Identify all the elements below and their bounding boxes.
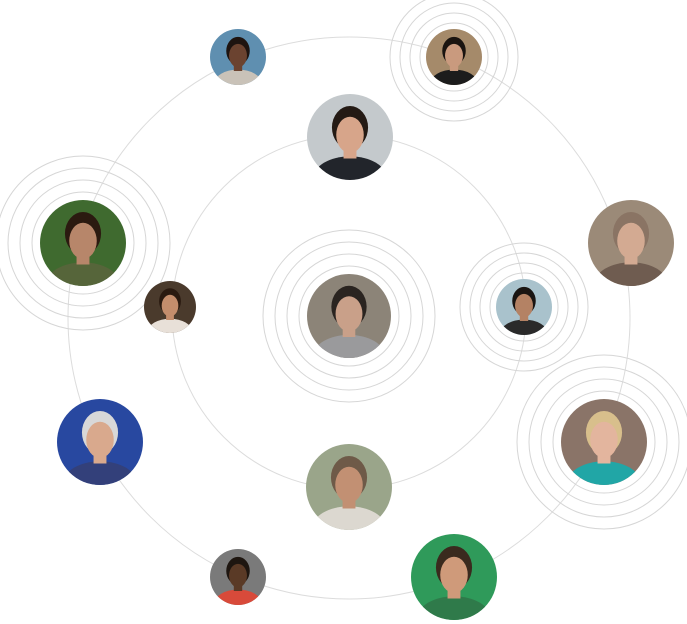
pulse-ring xyxy=(274,241,424,391)
avatar-face xyxy=(515,293,533,318)
pulse-ring xyxy=(286,253,412,379)
pulse-ring xyxy=(31,191,135,295)
pulse-ring xyxy=(528,366,680,518)
avatar-face xyxy=(229,563,247,588)
avatar-face xyxy=(440,556,468,593)
avatar-shoulders xyxy=(46,262,120,286)
avatar-bearded-man xyxy=(459,242,589,372)
avatar-man-dark-hair xyxy=(389,0,519,122)
avatar-shoulders xyxy=(313,334,385,358)
avatar-man-smiling-beard xyxy=(307,94,393,180)
avatar-shoulders xyxy=(500,319,548,335)
avatar-man-glasses-beard xyxy=(306,444,392,530)
avatar-shoulders xyxy=(430,69,478,85)
pulse-ring xyxy=(479,262,569,352)
pulse-ring xyxy=(489,272,559,342)
pulse-ring xyxy=(540,378,668,506)
avatar-shoulders xyxy=(214,69,262,85)
avatar-woman-laughing xyxy=(210,29,266,85)
avatar-face xyxy=(335,466,363,503)
avatar-face xyxy=(617,222,645,259)
pulse-ring xyxy=(459,242,589,372)
pulse-ring xyxy=(516,354,687,530)
avatar-nurse-woman xyxy=(516,354,687,530)
avatar-man-red-shirt xyxy=(210,549,266,605)
avatar-face xyxy=(590,421,618,458)
pulse-ring xyxy=(552,390,656,494)
avatar-face xyxy=(445,43,463,68)
pulse-ring xyxy=(409,12,499,102)
avatar-face xyxy=(336,116,364,153)
outer-orbit xyxy=(67,36,631,600)
avatar-young-woman xyxy=(144,281,196,333)
avatar-shoulders xyxy=(147,318,193,333)
avatar-shoulders xyxy=(313,156,387,180)
avatar-woman-green-shirt xyxy=(0,155,171,331)
avatar-face xyxy=(86,421,114,458)
avatar-man-green-bg xyxy=(411,534,497,620)
avatar-face xyxy=(69,222,97,259)
pulse-ring xyxy=(399,2,509,112)
avatar-older-woman-glasses xyxy=(588,200,674,286)
pulse-ring xyxy=(19,179,147,307)
pulse-ring xyxy=(0,155,171,331)
pulse-ring xyxy=(419,22,489,92)
avatar-face xyxy=(229,43,247,68)
avatar-shoulders xyxy=(567,461,641,485)
pulse-ring xyxy=(7,167,159,319)
avatar-man-curly-hair xyxy=(262,229,436,403)
avatar-shoulders xyxy=(63,461,137,485)
avatar-shoulders xyxy=(417,596,491,620)
avatar-face xyxy=(161,294,179,317)
avatar-grandmother xyxy=(57,399,143,485)
avatar-face xyxy=(335,296,363,332)
pulse-ring xyxy=(389,0,519,122)
avatar-shoulders xyxy=(594,262,668,286)
avatar-shoulders xyxy=(214,589,262,605)
pulse-ring xyxy=(262,229,436,403)
pulse-ring xyxy=(469,252,579,362)
avatar-shoulders xyxy=(312,506,386,530)
pulse-ring xyxy=(298,265,400,367)
